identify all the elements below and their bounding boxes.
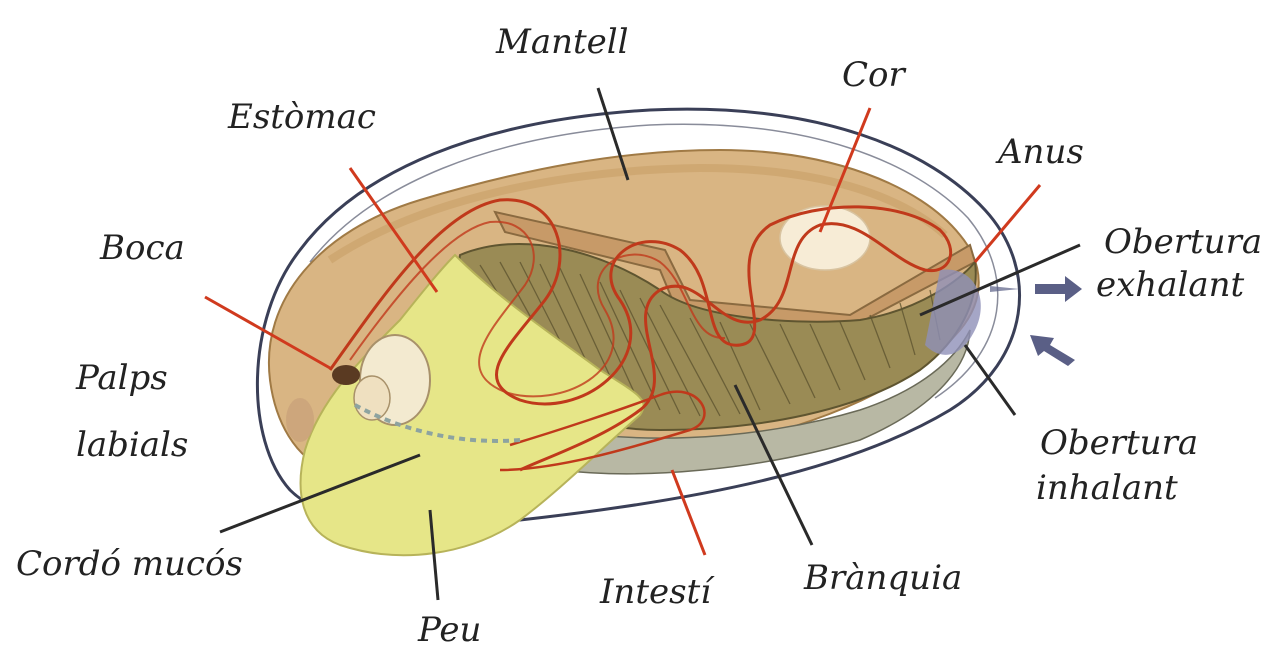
labial-palp-small	[354, 376, 390, 420]
label-palps-line2: labials	[76, 425, 188, 465]
pointer-obertura-inhalant	[965, 345, 1015, 415]
label-branquia: Brànquia	[804, 558, 962, 598]
label-palps-line1: Palps	[76, 358, 168, 398]
label-obertura-exhalant-line2: exhalant	[1096, 265, 1244, 305]
label-anus: Anus	[998, 132, 1084, 172]
label-obertura-inhalant-line2: inhalant	[1036, 468, 1178, 508]
label-estomac: Estòmac	[228, 97, 376, 137]
inhalant-flow-arrow-icon	[1030, 335, 1075, 366]
label-cor: Cor	[842, 55, 905, 95]
label-intesti: Intestí	[600, 572, 711, 612]
label-peu: Peu	[418, 610, 481, 650]
label-cordo: Cordó mucós	[16, 544, 243, 584]
pointer-anus	[975, 185, 1040, 262]
label-boca: Boca	[100, 228, 185, 268]
mouth	[332, 365, 360, 385]
label-mantell: Mantell	[496, 22, 629, 62]
anterior-muscle	[286, 398, 314, 442]
label-obertura-exhalant-line1: Obertura	[1104, 222, 1262, 262]
label-obertura-inhalant-line1: Obertura	[1040, 423, 1198, 463]
pointer-intesti	[672, 470, 705, 555]
